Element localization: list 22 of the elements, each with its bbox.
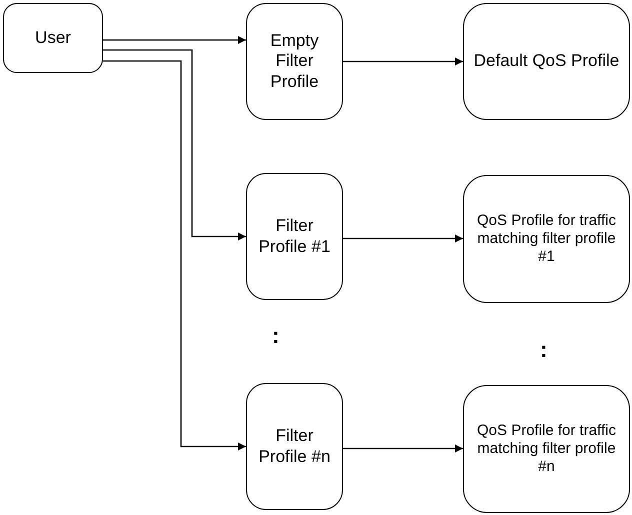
- arrow: [103, 36, 246, 44]
- arrow: [343, 234, 463, 242]
- arrow: [343, 58, 463, 66]
- node-text: Empty Filter Profile: [269, 30, 320, 92]
- arrow: [103, 60, 246, 450]
- node-text: Filter Profile #1: [258, 216, 332, 257]
- node-text: Default QoS Profile: [474, 51, 620, 72]
- rounded-box: [246, 3, 343, 120]
- node-text: QoS Profile for traffic matching filter profile #1: [476, 212, 617, 266]
- node-text: User: [35, 28, 71, 48]
- arrow: [343, 444, 463, 452]
- arrow: [103, 49, 246, 240]
- rounded-box: [3, 3, 103, 73]
- rounded-box: [246, 173, 343, 300]
- rounded-box: [463, 175, 630, 303]
- rounded-box: [463, 3, 630, 120]
- ellipsis-mark: :: [540, 337, 548, 363]
- rounded-box: [246, 383, 343, 510]
- node-text: QoS Profile for traffic matching filter profile #n: [476, 422, 617, 476]
- rounded-box: [463, 385, 630, 513]
- node-text: Filter Profile #n: [258, 426, 332, 467]
- ellipsis-mark: :: [272, 323, 280, 349]
